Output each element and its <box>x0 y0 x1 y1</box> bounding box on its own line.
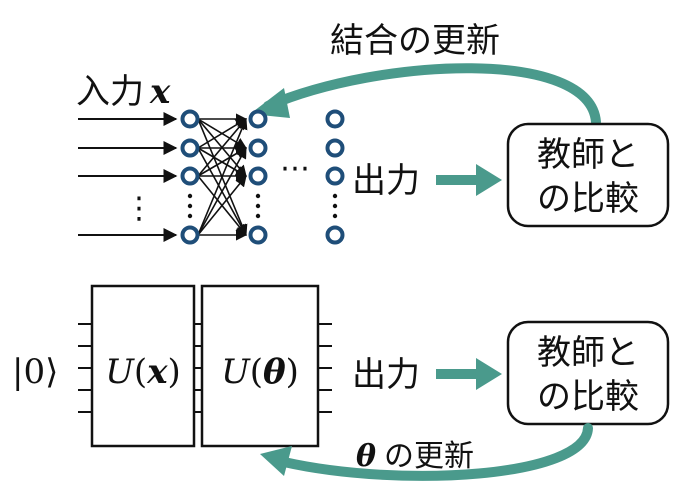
classical-teacher-box <box>506 122 670 228</box>
quantum-teacher-line-2: の比較 <box>537 377 639 417</box>
node <box>325 109 345 129</box>
node <box>180 109 200 129</box>
output-layer-dots <box>332 193 338 219</box>
layer-horizontal-ellipsis: ⋯ <box>280 151 310 186</box>
theta-update-arrow <box>279 423 593 481</box>
node <box>325 138 345 158</box>
input-vertical-ellipsis: ⋮ <box>124 191 154 226</box>
node <box>325 225 345 245</box>
quantum-section: |0⟩ U(x) U(θ) <box>12 284 670 481</box>
node <box>248 225 268 245</box>
node <box>325 166 345 186</box>
layer-1-dots <box>187 193 193 219</box>
classical-teacher-line-2: の比較 <box>537 179 639 219</box>
node <box>248 138 268 158</box>
coupling-update-arrow <box>263 63 601 127</box>
quantum-output-label: 出力 <box>352 355 420 395</box>
classical-section: 結合の更新 入力 x ⋮ <box>76 21 670 245</box>
layer-connections <box>197 113 248 241</box>
encoding-gate-box <box>90 284 196 448</box>
layer-2-nodes <box>248 109 268 245</box>
input-wires <box>78 323 92 413</box>
output-layer-nodes <box>325 109 345 245</box>
layer-1-nodes <box>180 109 200 245</box>
layer-2-dots <box>255 193 261 219</box>
middle-wires <box>194 323 202 413</box>
node <box>180 166 200 186</box>
node <box>180 225 200 245</box>
quantum-teacher-line-1: 教師と <box>537 333 639 373</box>
input-variable: x <box>149 72 171 112</box>
node <box>180 138 200 158</box>
output-wires <box>318 323 332 413</box>
node <box>248 109 268 129</box>
input-label: 入力 <box>76 72 144 112</box>
classical-output-arrowhead <box>476 164 502 196</box>
parametric-gate-box <box>200 284 320 448</box>
node <box>248 166 268 186</box>
encoding-gate-label: U(x) <box>105 352 180 392</box>
quantum-output-arrowhead <box>476 358 502 390</box>
ket-zero-label: |0⟩ <box>12 352 58 392</box>
coupling-update-label: 結合の更新 <box>330 21 500 61</box>
classical-teacher-line-1: 教師と <box>537 135 639 175</box>
theta-update-arrowhead <box>260 446 292 476</box>
parametric-gate-label: U(θ) <box>221 352 299 392</box>
classical-output-label: 出力 <box>352 161 420 201</box>
